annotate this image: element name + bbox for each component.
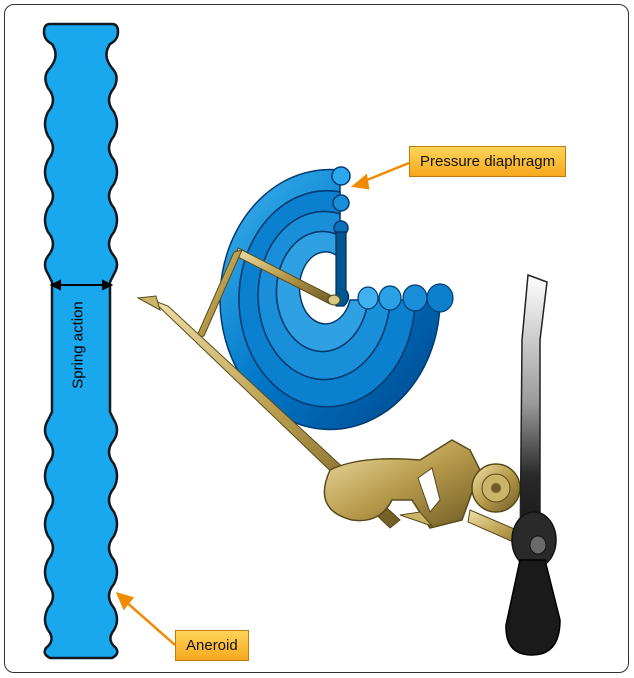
sector-gear (324, 440, 480, 528)
aneroid-leader (118, 594, 175, 645)
spring-action-label: Spring action (70, 301, 87, 389)
pointer-needle (506, 275, 560, 655)
pressure-diaphragm-leader (354, 163, 409, 188)
aneroid-callout: Aneroid (175, 630, 249, 661)
pinion-gear (472, 464, 520, 512)
pressure-diaphragm-callout: Pressure diaphragm (409, 146, 566, 177)
